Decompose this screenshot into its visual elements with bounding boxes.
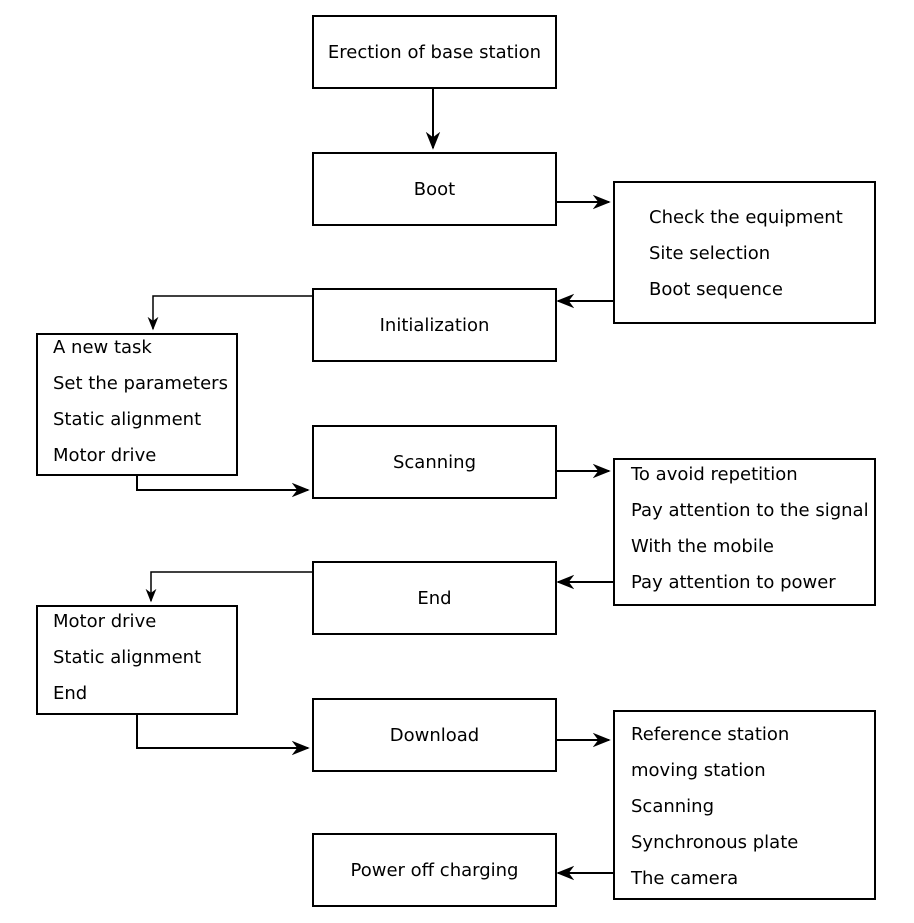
step-power-off-label: Power off charging <box>350 859 519 881</box>
step-download-label: Download <box>389 724 480 746</box>
scan-notes-box: To avoid repetition Pay attention to the… <box>613 458 876 606</box>
arrow-task-to-scanning <box>136 475 310 498</box>
list-item: Motor drive <box>53 611 157 632</box>
step-power-off: Power off charging <box>312 833 557 907</box>
step-end-label: End <box>417 587 452 609</box>
step-end: End <box>312 561 557 635</box>
list-item: Static alignment <box>53 647 202 668</box>
step-scanning-label: Scanning <box>392 451 476 473</box>
end-notes-box: Motor drive Static alignment End <box>36 605 238 715</box>
list-item: Motor drive <box>53 445 157 466</box>
step-initialization: Initialization <box>312 288 557 362</box>
list-item: Boot sequence <box>649 279 783 300</box>
list-item: moving station <box>631 760 766 781</box>
list-item: Scanning <box>631 796 715 817</box>
arrow-drive-to-download <box>136 714 310 756</box>
arrow-end-to-drive <box>145 571 312 603</box>
step-initialization-label: Initialization <box>379 314 490 336</box>
list-item: With the mobile <box>631 536 774 557</box>
boot-notes-box: Check the equipment Site selection Boot … <box>613 181 876 324</box>
list-item: Reference station <box>631 724 790 745</box>
step-scanning: Scanning <box>312 425 557 499</box>
list-item: Pay attention to the signal <box>631 500 869 521</box>
list-item: A new task <box>53 337 152 358</box>
step-boot: Boot <box>312 152 557 226</box>
step-erection: Erection of base station <box>312 15 557 89</box>
init-notes-box: A new task Set the parameters Static ali… <box>36 333 238 476</box>
list-item: Pay attention to power <box>631 572 836 593</box>
list-item: End <box>53 683 88 704</box>
list-item: Site selection <box>649 243 771 264</box>
step-download: Download <box>312 698 557 772</box>
step-boot-label: Boot <box>413 178 456 200</box>
step-erection-label: Erection of base station <box>327 41 542 63</box>
arrow-init-to-task <box>147 295 312 331</box>
list-item: Synchronous plate <box>631 832 799 853</box>
list-item: Set the parameters <box>53 373 228 394</box>
list-item: Check the equipment <box>649 207 843 228</box>
list-item: The camera <box>631 868 739 889</box>
download-notes-box: Reference station moving station Scannin… <box>613 710 876 900</box>
list-item: Static alignment <box>53 409 202 430</box>
list-item: To avoid repetition <box>631 464 798 485</box>
